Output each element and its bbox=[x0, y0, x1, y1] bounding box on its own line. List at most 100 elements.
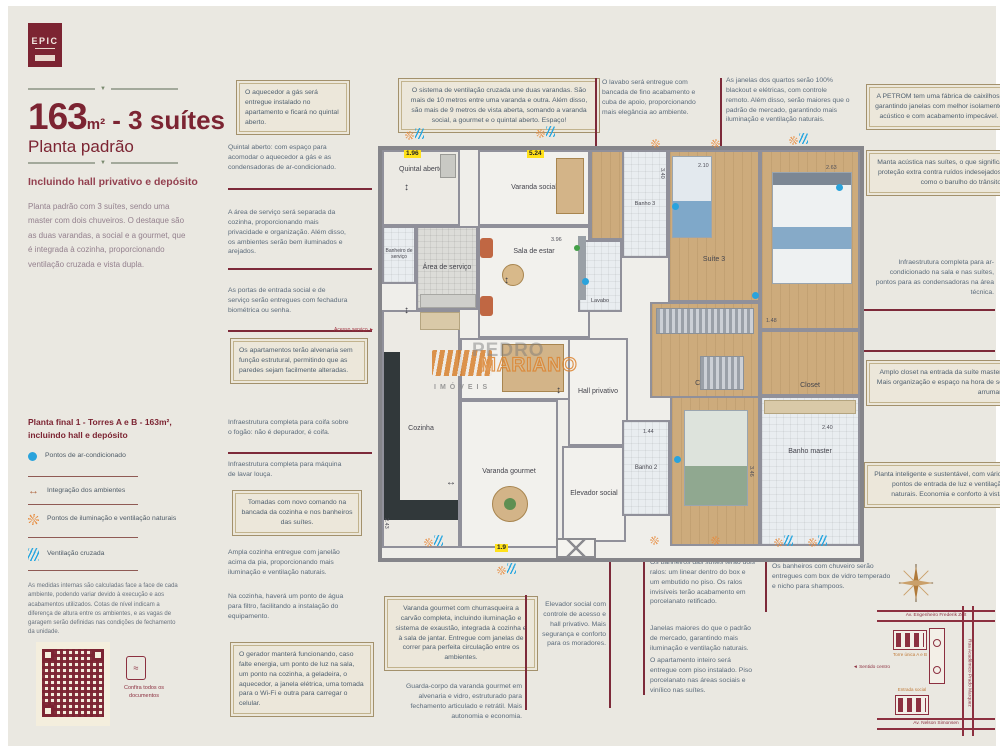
street-top-label: Av. Engenheiro Frederik Zolt bbox=[905, 612, 967, 618]
wardrobe bbox=[656, 308, 754, 334]
room-banho-3: Banho 3 bbox=[622, 150, 668, 258]
ac-point-icon bbox=[28, 452, 37, 461]
measurements-disclaimer: As medidas internas são calculadas face … bbox=[28, 583, 178, 636]
wind-icon bbox=[546, 126, 555, 137]
epic-logo-bars-icon bbox=[35, 47, 55, 55]
callout-blackout-windows: As janelas dos quartos serão 100% blacko… bbox=[726, 77, 850, 124]
plan-description: Planta padrão com 3 suítes, sendo uma ma… bbox=[28, 202, 186, 269]
legend-item-ac: Pontos de ar-condicionado bbox=[28, 452, 178, 461]
laundry-counter bbox=[420, 294, 476, 308]
green-point-icon bbox=[574, 245, 580, 251]
direction-label: ◄ Sentido centro bbox=[852, 665, 890, 670]
sun-icon bbox=[808, 538, 817, 547]
sun-icon bbox=[650, 536, 659, 545]
epic-logo-text: EPIC bbox=[31, 35, 59, 46]
callout-master-closet: Amplo closet na entrada da suíte master.… bbox=[866, 360, 1000, 406]
gas-heater bbox=[440, 154, 456, 178]
callout-ac-infrastructure: Infraestrutura completa para ar-condicio… bbox=[875, 259, 994, 296]
qr-code bbox=[42, 649, 104, 717]
callout-open-yard: Quintal aberto: com espaço para acomodar… bbox=[228, 144, 337, 171]
callout-shower-box: Os banheiros com chuveiro serão entregue… bbox=[772, 563, 891, 590]
wind-icon bbox=[434, 535, 443, 546]
tower-b-caption: Entrada social bbox=[897, 687, 927, 692]
callout-lavabo: O lavabo será entregue com bancada de fi… bbox=[602, 79, 696, 116]
coffee-table bbox=[502, 264, 524, 286]
plan-highlight: Incluindo hall privativo e depósito bbox=[28, 176, 198, 188]
callout-petrom-frames: A PETROM tem uma fábrica de caixilhos, g… bbox=[866, 84, 1000, 130]
leader-line bbox=[609, 558, 611, 708]
room-elevador-social: Elevador social bbox=[562, 446, 626, 542]
diamond-icon: ▼ bbox=[100, 160, 106, 166]
service-access-label: Acesso serviço ► bbox=[334, 327, 374, 333]
dimension-label: 1.44 bbox=[643, 429, 654, 435]
area-unit: m² bbox=[86, 116, 106, 133]
callout-gourmet-barbecue: Varanda gourmet com churrasqueira a carv… bbox=[384, 596, 538, 672]
leader-line bbox=[228, 268, 372, 270]
road-line bbox=[972, 606, 974, 736]
integration-arrow-icon: ↕ bbox=[404, 182, 409, 193]
dimension-label: 5.24 bbox=[527, 150, 544, 159]
callout-counter-outlets: Tomadas com novo comando na bancada da c… bbox=[232, 490, 362, 536]
access-strip bbox=[929, 628, 945, 684]
kitchen-counter bbox=[384, 352, 400, 502]
armchair bbox=[480, 296, 493, 316]
dimension-label: 2.63 bbox=[826, 165, 837, 171]
dimension-label: 3.46 bbox=[748, 466, 754, 477]
sun-icon bbox=[28, 514, 39, 525]
sun-icon bbox=[424, 538, 433, 547]
tower-a-footprint bbox=[893, 630, 927, 650]
kitchen-counter bbox=[384, 500, 458, 520]
callout-acoustic-blanket: Manta acústica nas suítes, o que signifi… bbox=[866, 150, 1000, 196]
wind-icon bbox=[784, 535, 793, 546]
area-suffix: - 3 suítes bbox=[105, 105, 226, 135]
qr-card bbox=[36, 642, 110, 726]
integration-arrow-icon: ↕ bbox=[404, 305, 409, 316]
dimension-label: 1.9 bbox=[495, 544, 509, 553]
dining-table bbox=[502, 344, 564, 392]
callout-range-hood: Infraestrutura completa para coifa sobre… bbox=[228, 419, 349, 436]
leader-line bbox=[228, 330, 372, 332]
tower-a-caption: Torre única A e B bbox=[892, 652, 928, 657]
wind-icon bbox=[799, 133, 808, 144]
wind-icon bbox=[415, 128, 424, 139]
compass-icon bbox=[898, 564, 934, 602]
bed-suite2 bbox=[684, 410, 748, 506]
sun-icon bbox=[774, 538, 783, 547]
callout-suite-drains: Os banheiros das suítes terão dois ralos… bbox=[650, 559, 756, 606]
dimension-label: 3.40 bbox=[659, 168, 665, 179]
integration-arrow-icon: ↕ bbox=[556, 385, 561, 396]
plan-final-line1: Planta final 1 - Torres A e B - 163m², bbox=[28, 417, 172, 427]
plan-final-label: Planta final 1 - Torres A e B - 163m², i… bbox=[28, 416, 198, 442]
qr-finder-icon bbox=[92, 649, 104, 661]
leader-line bbox=[228, 452, 372, 454]
room-varanda-gourmet: Varanda gourmet bbox=[460, 400, 558, 548]
legend-divider bbox=[28, 537, 138, 538]
callout-dishwasher: Infraestrutura completa para máquina de … bbox=[228, 461, 342, 478]
callout-gas-heater: O aquecedor a gás será entregue instalad… bbox=[236, 80, 350, 136]
qr-finder-icon bbox=[42, 649, 54, 661]
sun-icon bbox=[536, 129, 545, 138]
sun-icon bbox=[789, 136, 798, 145]
room-banho-2: Banho 2 bbox=[622, 420, 670, 516]
sidebar-divider: ▼ bbox=[28, 160, 179, 166]
area-number: 163 bbox=[28, 96, 88, 137]
road-line bbox=[962, 606, 964, 736]
sidebar-divider: ▼ bbox=[28, 86, 179, 92]
integration-arrows-icon: ↔ bbox=[28, 485, 39, 497]
road-line bbox=[877, 718, 995, 720]
road-line bbox=[877, 620, 995, 622]
room-banho-master: Banho master bbox=[760, 396, 860, 546]
wind-icon bbox=[507, 563, 516, 574]
tower-b-footprint bbox=[895, 695, 929, 715]
plant bbox=[504, 498, 516, 510]
legend-divider bbox=[28, 504, 138, 505]
callout-sustainable-plan: Planta inteligente e sustentável, com vá… bbox=[864, 462, 1000, 508]
legend-divider bbox=[28, 570, 138, 571]
integration-arrow-icon: ↔ bbox=[446, 477, 456, 488]
leader-line bbox=[228, 188, 372, 190]
ac-point-icon bbox=[582, 278, 589, 285]
legend-label: Integração dos ambientes bbox=[47, 486, 126, 494]
diamond-icon: ▼ bbox=[100, 86, 106, 92]
plan-type: Planta padrão bbox=[28, 137, 134, 156]
legend-item-crossvent: Ventilação cruzada bbox=[28, 548, 178, 561]
